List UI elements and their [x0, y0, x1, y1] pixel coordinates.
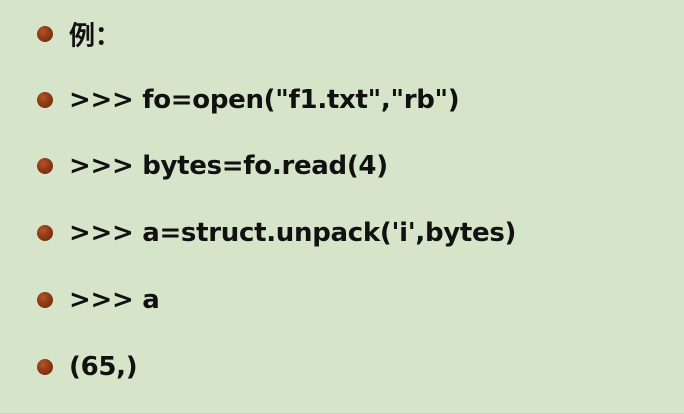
bullet-text: >>> a=struct.unpack('i',bytes) — [69, 218, 517, 248]
round-bullet-icon — [37, 225, 53, 241]
bullet-text: >>> fo=open("f1.txt","rb") — [69, 85, 460, 115]
round-bullet-icon — [37, 292, 53, 308]
round-bullet-icon — [37, 26, 53, 42]
round-bullet-icon — [37, 92, 53, 108]
round-bullet-icon — [37, 158, 53, 174]
round-bullet-icon — [37, 359, 53, 375]
bullet-text: >>> a — [69, 285, 160, 315]
bullet-text: >>> bytes=fo.read(4) — [69, 151, 388, 181]
bullet-text: (65,) — [69, 352, 138, 382]
bullet-text: 例： — [69, 21, 121, 52]
